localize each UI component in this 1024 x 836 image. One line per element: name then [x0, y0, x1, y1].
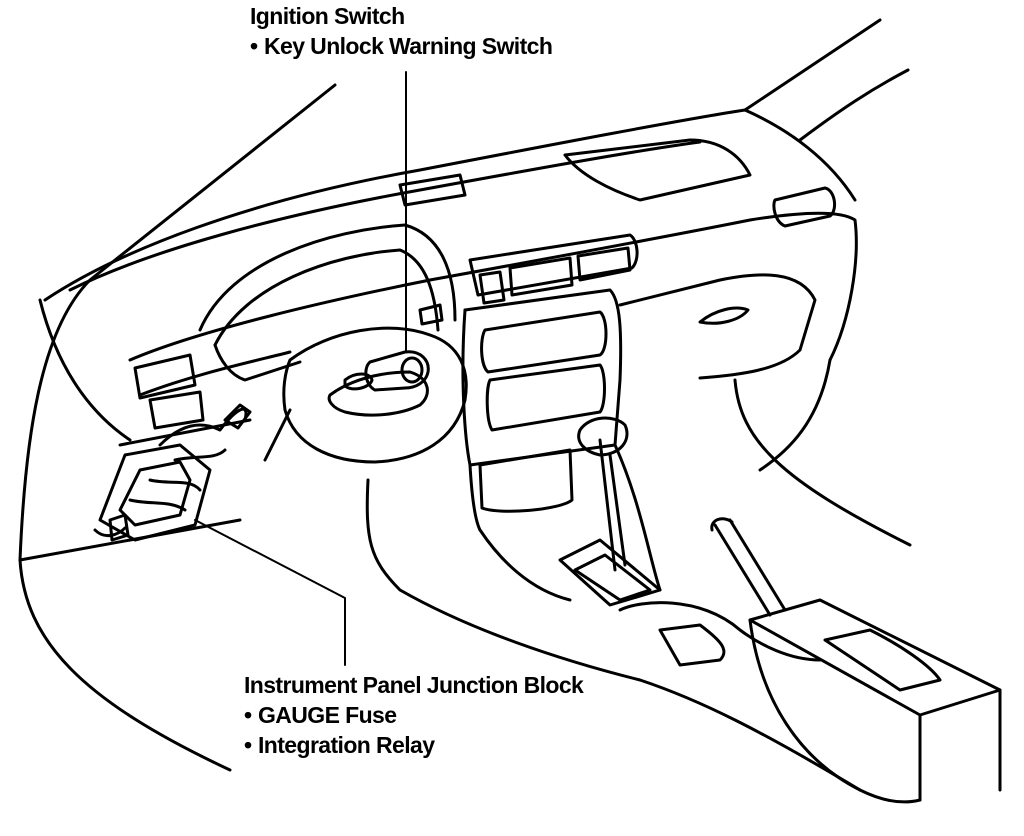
cluster-window [418, 303, 444, 326]
key-unlock-warning-switch-label: Key Unlock Warning Switch [264, 33, 553, 59]
switch-panel [148, 390, 205, 430]
parking-brake [713, 523, 772, 617]
climate-panel [485, 363, 606, 432]
cluster-lower [213, 343, 302, 382]
ignition-cylinder [364, 350, 430, 392]
center-stack-left-edge [461, 308, 482, 532]
gauge-fuse-item: •GAUGE Fuse [244, 700, 583, 730]
dash-right-side [758, 358, 832, 472]
ignition-key-slot [400, 356, 424, 384]
parking-brake-b [728, 518, 787, 612]
shift-lever-body [608, 453, 627, 567]
connector-b [108, 513, 130, 542]
junction-block-inner [118, 460, 192, 527]
knee-panel [18, 518, 242, 562]
center-stack-outer [463, 288, 623, 467]
junction-block [98, 443, 212, 542]
wiring-2 [173, 448, 227, 462]
connector-a [223, 403, 252, 430]
dashboard-top [43, 108, 857, 302]
bullet-glyph: • [244, 702, 252, 728]
dash-right-lower [733, 378, 912, 547]
key-unlock-switch [343, 372, 374, 391]
dash-face [128, 211, 858, 362]
integration-relay-item: •Integration Relay [244, 730, 583, 760]
shift-lever [598, 438, 617, 572]
defroster-vent [563, 138, 752, 202]
console-right-upper [613, 443, 662, 592]
ignition-switch-callout: Ignition Switch •Key Unlock Warning Swit… [250, 1, 553, 61]
leader-junction-block [194, 519, 346, 666]
key-unlock-warning-switch-item: •Key Unlock Warning Switch [250, 31, 553, 61]
junction-block-callout: Instrument Panel Junction Block •GAUGE F… [244, 670, 584, 760]
junction-block-title: Instrument Panel Junction Block [244, 672, 584, 698]
dashboard-top-inner [68, 140, 702, 292]
left-dash-end [38, 298, 132, 442]
wiring-3 [148, 478, 202, 492]
steering-column-lower [263, 408, 292, 462]
steering-column [282, 326, 468, 464]
console-front [618, 601, 822, 662]
a-pillar-right [743, 18, 882, 112]
shifter-boot [558, 538, 662, 607]
door-edge-left [18, 558, 232, 772]
console-inner [478, 528, 572, 602]
ashtray [478, 448, 574, 513]
shift-knob [577, 416, 629, 457]
center-vent-left [478, 270, 506, 305]
column-shroud [327, 370, 429, 417]
cluster-hood-inner [213, 248, 440, 347]
knee-panel-top [118, 418, 252, 447]
armrest-front [748, 618, 862, 792]
bullet-glyph: • [250, 33, 258, 59]
armrest-top [748, 598, 1002, 717]
left-vent [133, 353, 197, 400]
center-vent-right [576, 246, 632, 282]
parking-brake-grip [710, 517, 734, 532]
console-tray [658, 623, 726, 667]
glove-box-latch [698, 306, 750, 325]
wiring-4 [128, 498, 187, 512]
cup-holder [823, 628, 942, 692]
cluster-hood [198, 223, 457, 332]
center-vent-mid [508, 256, 574, 297]
a-pillar-right-inner [798, 68, 910, 142]
gauge-fuse-label: GAUGE Fuse [258, 702, 397, 728]
right-vent [772, 186, 837, 228]
glove-box [618, 273, 817, 380]
integration-relay-label: Integration Relay [258, 732, 435, 758]
radio-panel [480, 310, 608, 374]
center-top-vent [398, 173, 467, 207]
shifter-gate [573, 553, 652, 602]
center-vents-frame [468, 233, 639, 297]
a-pillar-left [18, 83, 337, 562]
bullet-glyph: • [244, 732, 252, 758]
ignition-switch-title: Ignition Switch [250, 3, 405, 29]
